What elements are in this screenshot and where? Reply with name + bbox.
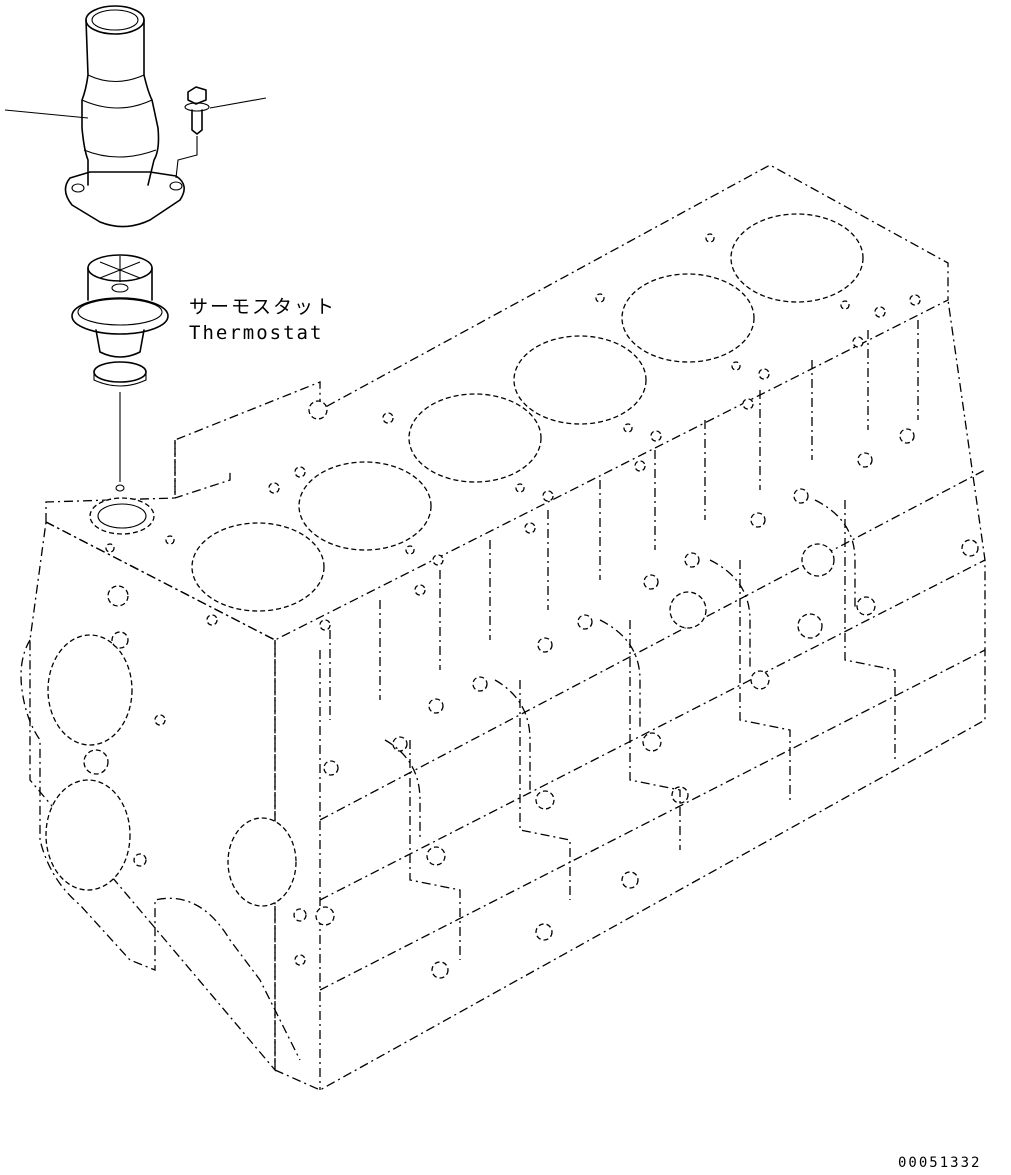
water-outlet-pipe	[4, 5, 185, 228]
figure-code: 00051332	[898, 1155, 982, 1171]
cylinder-block	[20, 164, 986, 1091]
callout-label-japanese: サーモスタット	[189, 296, 337, 318]
front-face-holes	[45, 585, 307, 966]
thermostat	[71, 254, 169, 492]
deck-bolt-holes	[105, 233, 921, 631]
callout-label-english: Thermostat	[189, 322, 324, 344]
flange-bolt	[175, 86, 267, 179]
block-ribs	[329, 320, 919, 960]
